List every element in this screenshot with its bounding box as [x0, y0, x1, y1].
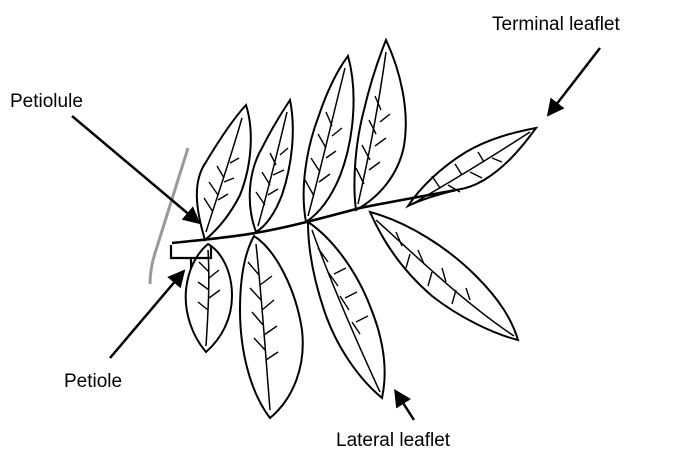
lower-leaflet-1 [186, 244, 232, 352]
petiole-bracket [171, 245, 211, 268]
petiole-label: Petiole [64, 371, 122, 393]
terminal-leaflet-label: Terminal leaflet [492, 14, 620, 36]
lateral-leaflet-label: Lateral leaflet [336, 430, 450, 452]
stem-shadow [150, 148, 188, 284]
upper-leaflet-3 [304, 56, 354, 222]
lower-leaflet-2 [240, 236, 303, 418]
arrow-petiolule [72, 116, 198, 222]
arrow-lateral-leaflet [396, 392, 414, 420]
upper-leaflet-1 [197, 105, 251, 240]
lower-leaflet-3 [308, 222, 385, 398]
arrow-terminal-leaflet [549, 48, 600, 114]
upper-leaflet-2 [250, 100, 293, 232]
upper-leaflet-4 [354, 40, 405, 210]
arrow-petiole [110, 272, 183, 358]
petiolule-label: Petiolule [10, 91, 83, 113]
lower-leaflet-4 [370, 212, 518, 340]
